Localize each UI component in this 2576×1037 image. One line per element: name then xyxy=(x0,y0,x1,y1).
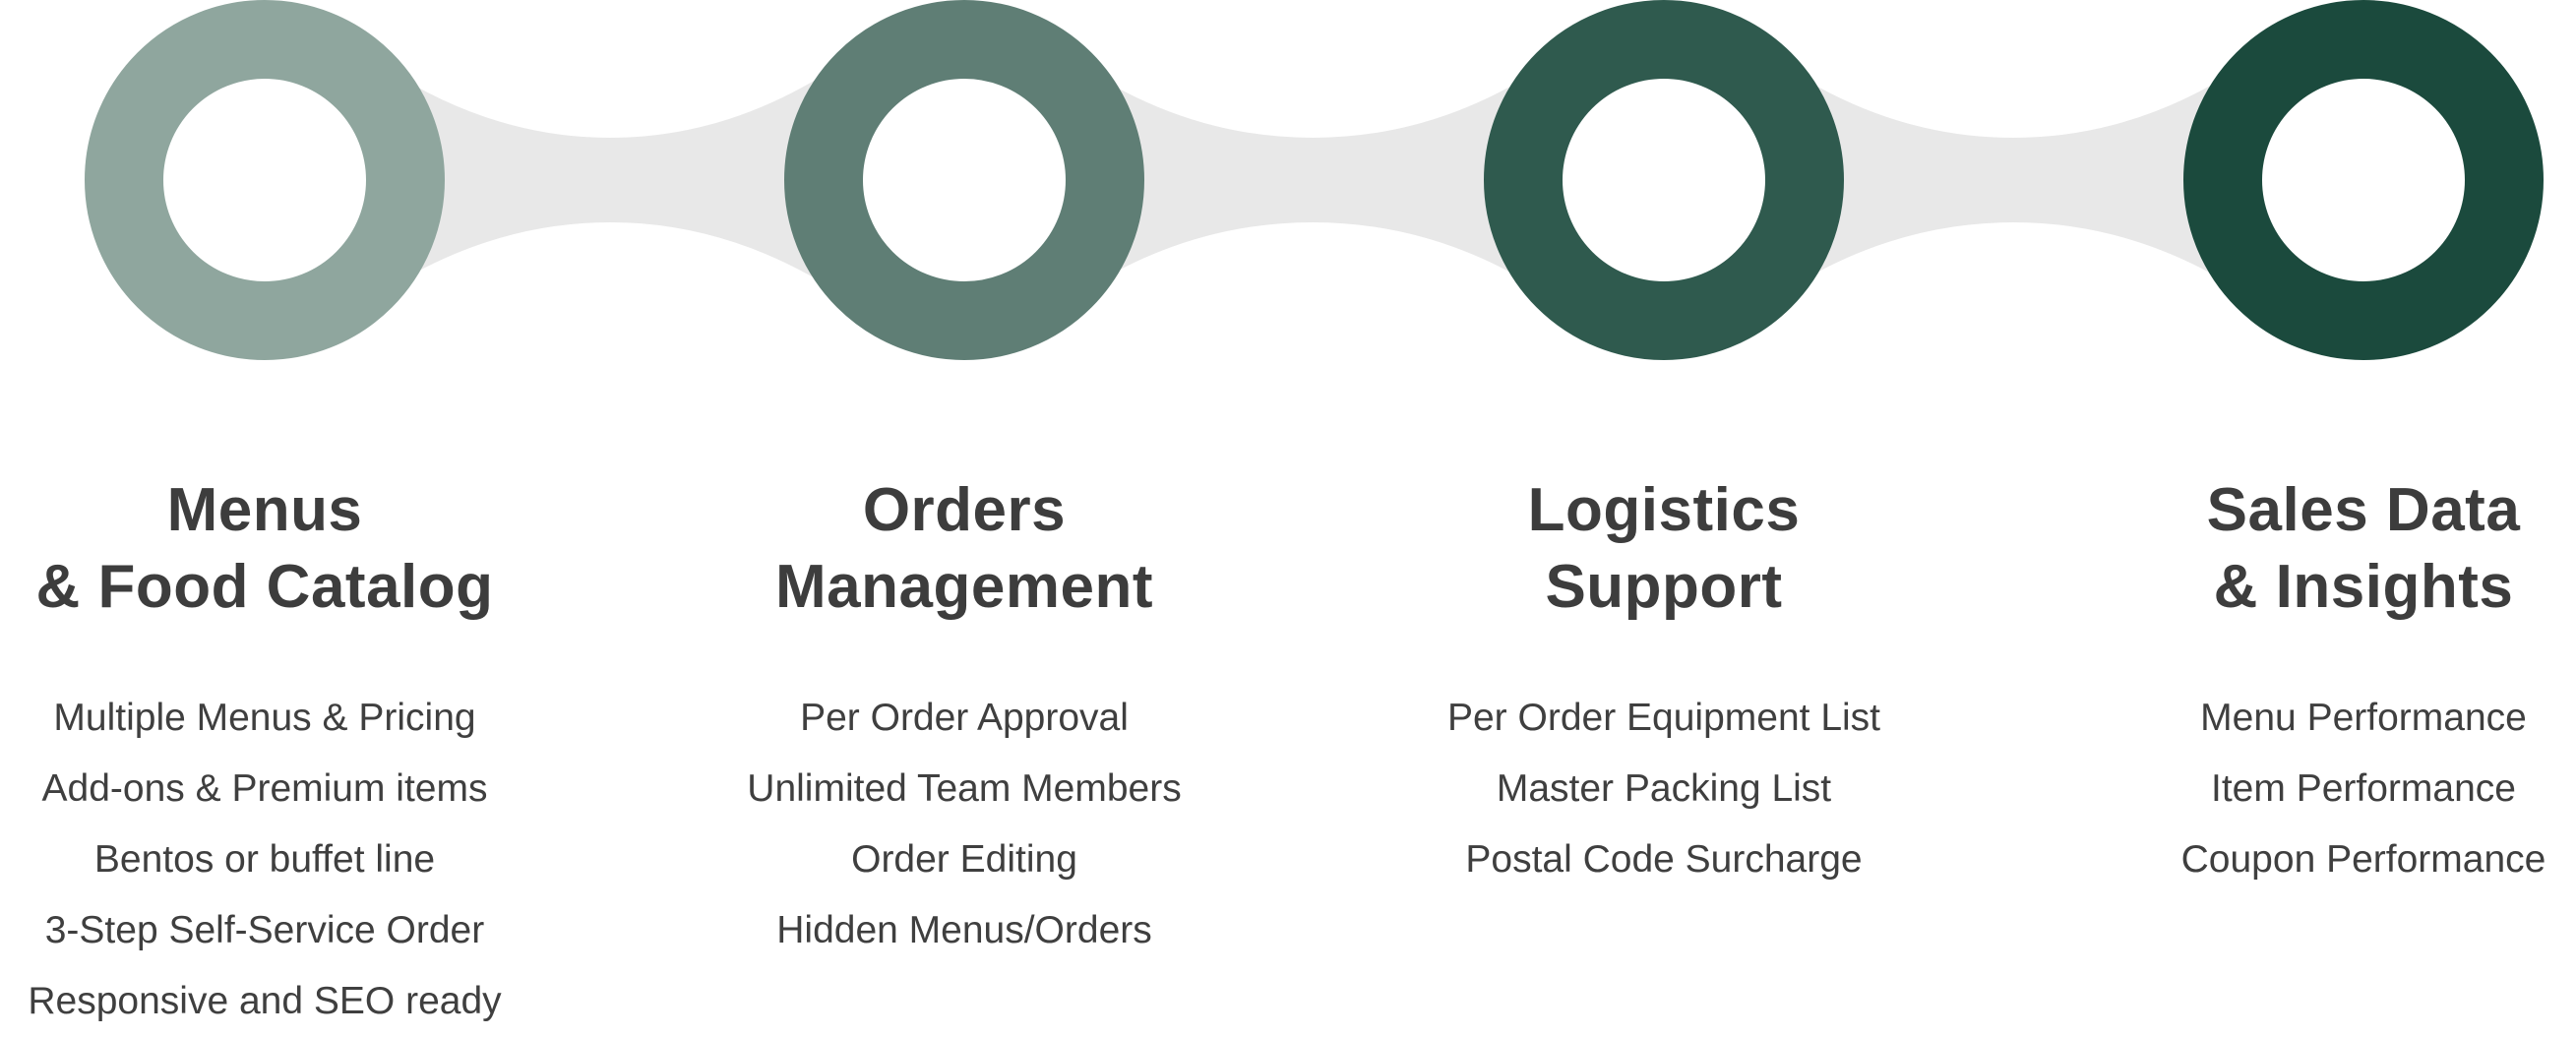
step-3-title-line-2: Support xyxy=(1545,553,1783,621)
process-chain-graphic xyxy=(85,0,2544,360)
step-4-ring-icon xyxy=(2183,0,2544,360)
step-3-title: Logistics Support xyxy=(1388,472,1939,626)
feature-item: Master Packing List xyxy=(1496,767,1832,810)
step-1-title-line-2: & Food Catalog xyxy=(35,553,494,621)
step-3-feature-list: Per Order Equipment List Master Packing … xyxy=(1388,683,1939,895)
step-orders-management: Orders Management Per Order Approval Unl… xyxy=(689,472,1240,966)
feature-item: Multiple Menus & Pricing xyxy=(53,697,476,739)
feature-item: Hidden Menus/Orders xyxy=(776,909,1152,951)
step-2-title: Orders Management xyxy=(689,472,1240,626)
step-4-title: Sales Data & Insights xyxy=(2088,472,2576,626)
feature-item: Menu Performance xyxy=(2200,697,2527,739)
step-4-feature-list: Menu Performance Item Performance Coupon… xyxy=(2088,683,2576,895)
feature-item: Unlimited Team Members xyxy=(747,767,1182,810)
step-2-feature-list: Per Order Approval Unlimited Team Member… xyxy=(689,683,1240,966)
feature-item: Per Order Equipment List xyxy=(1446,697,1881,739)
step-1-title-line-1: Menus xyxy=(166,476,363,544)
step-1-ring-icon xyxy=(85,0,445,360)
step-2-title-line-1: Orders xyxy=(862,476,1067,544)
step-4-title-line-1: Sales Data xyxy=(2206,476,2521,544)
feature-item: 3-Step Self-Service Order xyxy=(44,909,485,951)
feature-item: Responsive and SEO ready xyxy=(28,980,502,1022)
step-3-ring-icon xyxy=(1484,0,1844,360)
feature-item: Order Editing xyxy=(851,838,1077,881)
step-menus-food-catalog: Menus & Food Catalog Multiple Menus & Pr… xyxy=(0,472,540,1037)
step-1-title: Menus & Food Catalog xyxy=(0,472,540,626)
connector-band-1 xyxy=(384,67,836,291)
step-1-feature-list: Multiple Menus & Pricing Add-ons & Premi… xyxy=(0,683,540,1037)
feature-item: Per Order Approval xyxy=(800,697,1129,739)
feature-item: Bentos or buffet line xyxy=(93,838,436,881)
step-logistics-support: Logistics Support Per Order Equipment Li… xyxy=(1388,472,1939,895)
step-2-title-line-2: Management xyxy=(775,553,1153,621)
feature-item: Coupon Performance xyxy=(2180,838,2546,881)
step-4-title-line-2: & Insights xyxy=(2213,553,2514,621)
step-sales-data-insights: Sales Data & Insights Menu Performance I… xyxy=(2088,472,2576,895)
step-2-ring-icon xyxy=(784,0,1144,360)
feature-item: Item Performance xyxy=(2211,767,2516,810)
connector-band-2 xyxy=(1082,67,1543,291)
step-3-title-line-1: Logistics xyxy=(1527,476,1801,544)
feature-item: Add-ons & Premium items xyxy=(41,767,488,810)
connector-band-3 xyxy=(1785,67,2241,291)
feature-item: Postal Code Surcharge xyxy=(1465,838,1863,881)
